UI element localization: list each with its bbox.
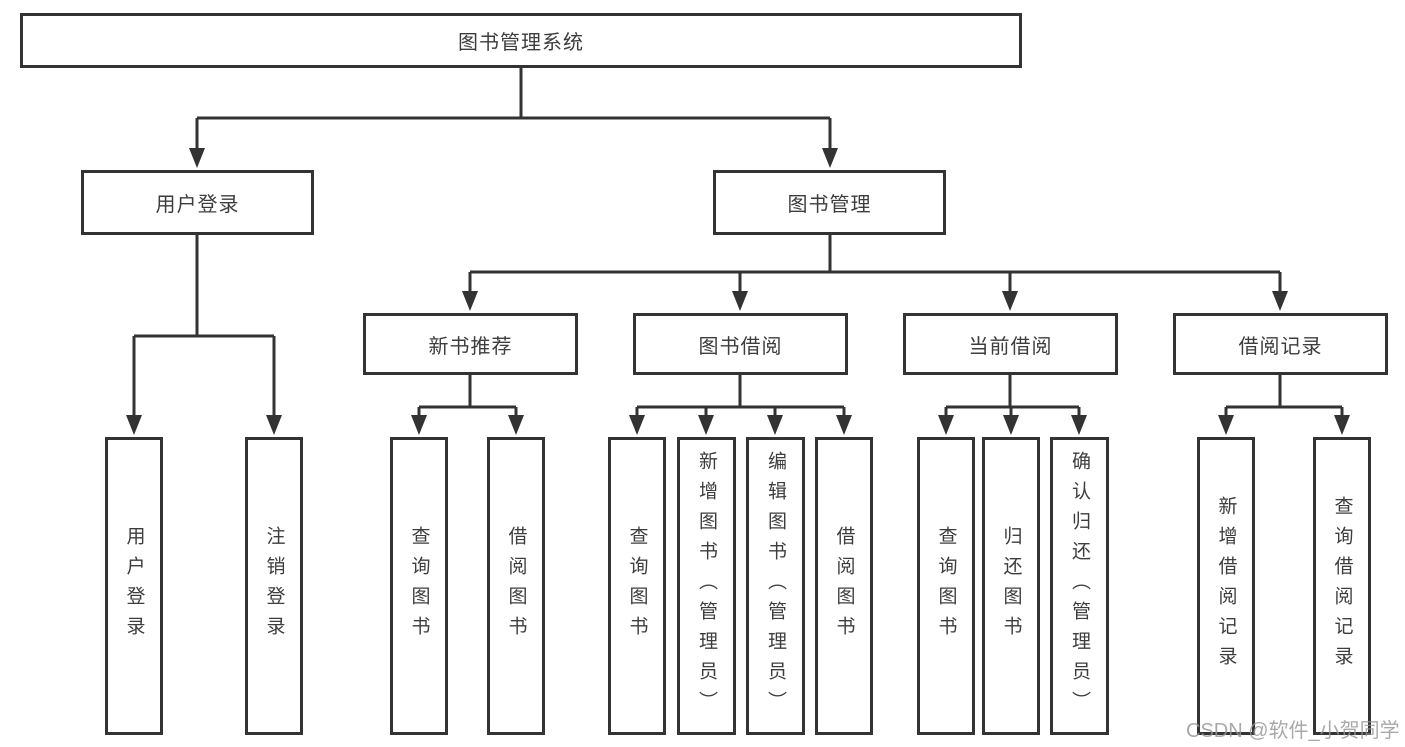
node-label: 查询图书 <box>626 526 648 646</box>
leaf-return-books: 归还图书 <box>982 437 1040 735</box>
csdn-watermark: CSDN @软件_小贺同学 <box>1186 720 1400 742</box>
node-book-management: 图书管理 <box>713 170 946 235</box>
leaf-borrow-books: 借阅图书 <box>815 437 873 735</box>
node-label: 注销登录 <box>263 526 285 646</box>
node-label: 图书管理 <box>787 194 872 216</box>
node-label: 查询图书 <box>408 526 430 646</box>
node-borrowing-records: 借阅记录 <box>1173 313 1388 375</box>
node-label: 用户登录 <box>155 194 240 216</box>
leaf-current-query-books: 查询图书 <box>917 437 975 735</box>
node-user-login: 用户登录 <box>81 170 314 235</box>
node-library-management-system: 图书管理系统 <box>20 13 1022 68</box>
leaf-query-borrow-records: 查询借阅记录 <box>1313 437 1371 735</box>
node-label: 图书管理系统 <box>458 32 584 54</box>
node-label: 归还图书 <box>1000 526 1022 646</box>
node-label: 用户登录 <box>123 526 145 646</box>
node-label: 图书借阅 <box>698 335 783 358</box>
node-label: 新书推荐 <box>428 335 513 358</box>
node-book-borrowing: 图书借阅 <box>633 313 848 375</box>
leaf-logout: 注销登录 <box>245 437 303 735</box>
node-label: 借阅图书 <box>833 526 855 646</box>
leaf-edit-book-admin: 编辑图书（管理员） <box>746 437 805 735</box>
leaf-confirm-return-admin: 确认归还（管理员） <box>1050 437 1109 735</box>
leaf-newbook-borrow-books: 借阅图书 <box>487 437 545 735</box>
node-label: 借阅图书 <box>505 526 527 646</box>
node-current-borrowing: 当前借阅 <box>903 313 1118 375</box>
node-new-book-recommendation: 新书推荐 <box>363 313 578 375</box>
node-label: 编辑图书（管理员） <box>765 451 786 721</box>
node-label: 确认归还（管理员） <box>1069 451 1090 721</box>
leaf-user-login: 用户登录 <box>105 437 163 735</box>
node-label: 查询借阅记录 <box>1331 496 1353 676</box>
node-label: 查询图书 <box>935 526 957 646</box>
leaf-add-book-admin: 新增图书（管理员） <box>677 437 736 735</box>
leaf-newbook-query-books: 查询图书 <box>390 437 448 735</box>
leaf-add-borrow-record: 新增借阅记录 <box>1197 437 1255 735</box>
node-label: 新增图书（管理员） <box>696 451 717 721</box>
node-label: 借阅记录 <box>1238 335 1323 358</box>
node-label: 当前借阅 <box>968 335 1053 358</box>
node-label: 新增借阅记录 <box>1215 496 1237 676</box>
leaf-borrowing-query-books: 查询图书 <box>608 437 666 735</box>
